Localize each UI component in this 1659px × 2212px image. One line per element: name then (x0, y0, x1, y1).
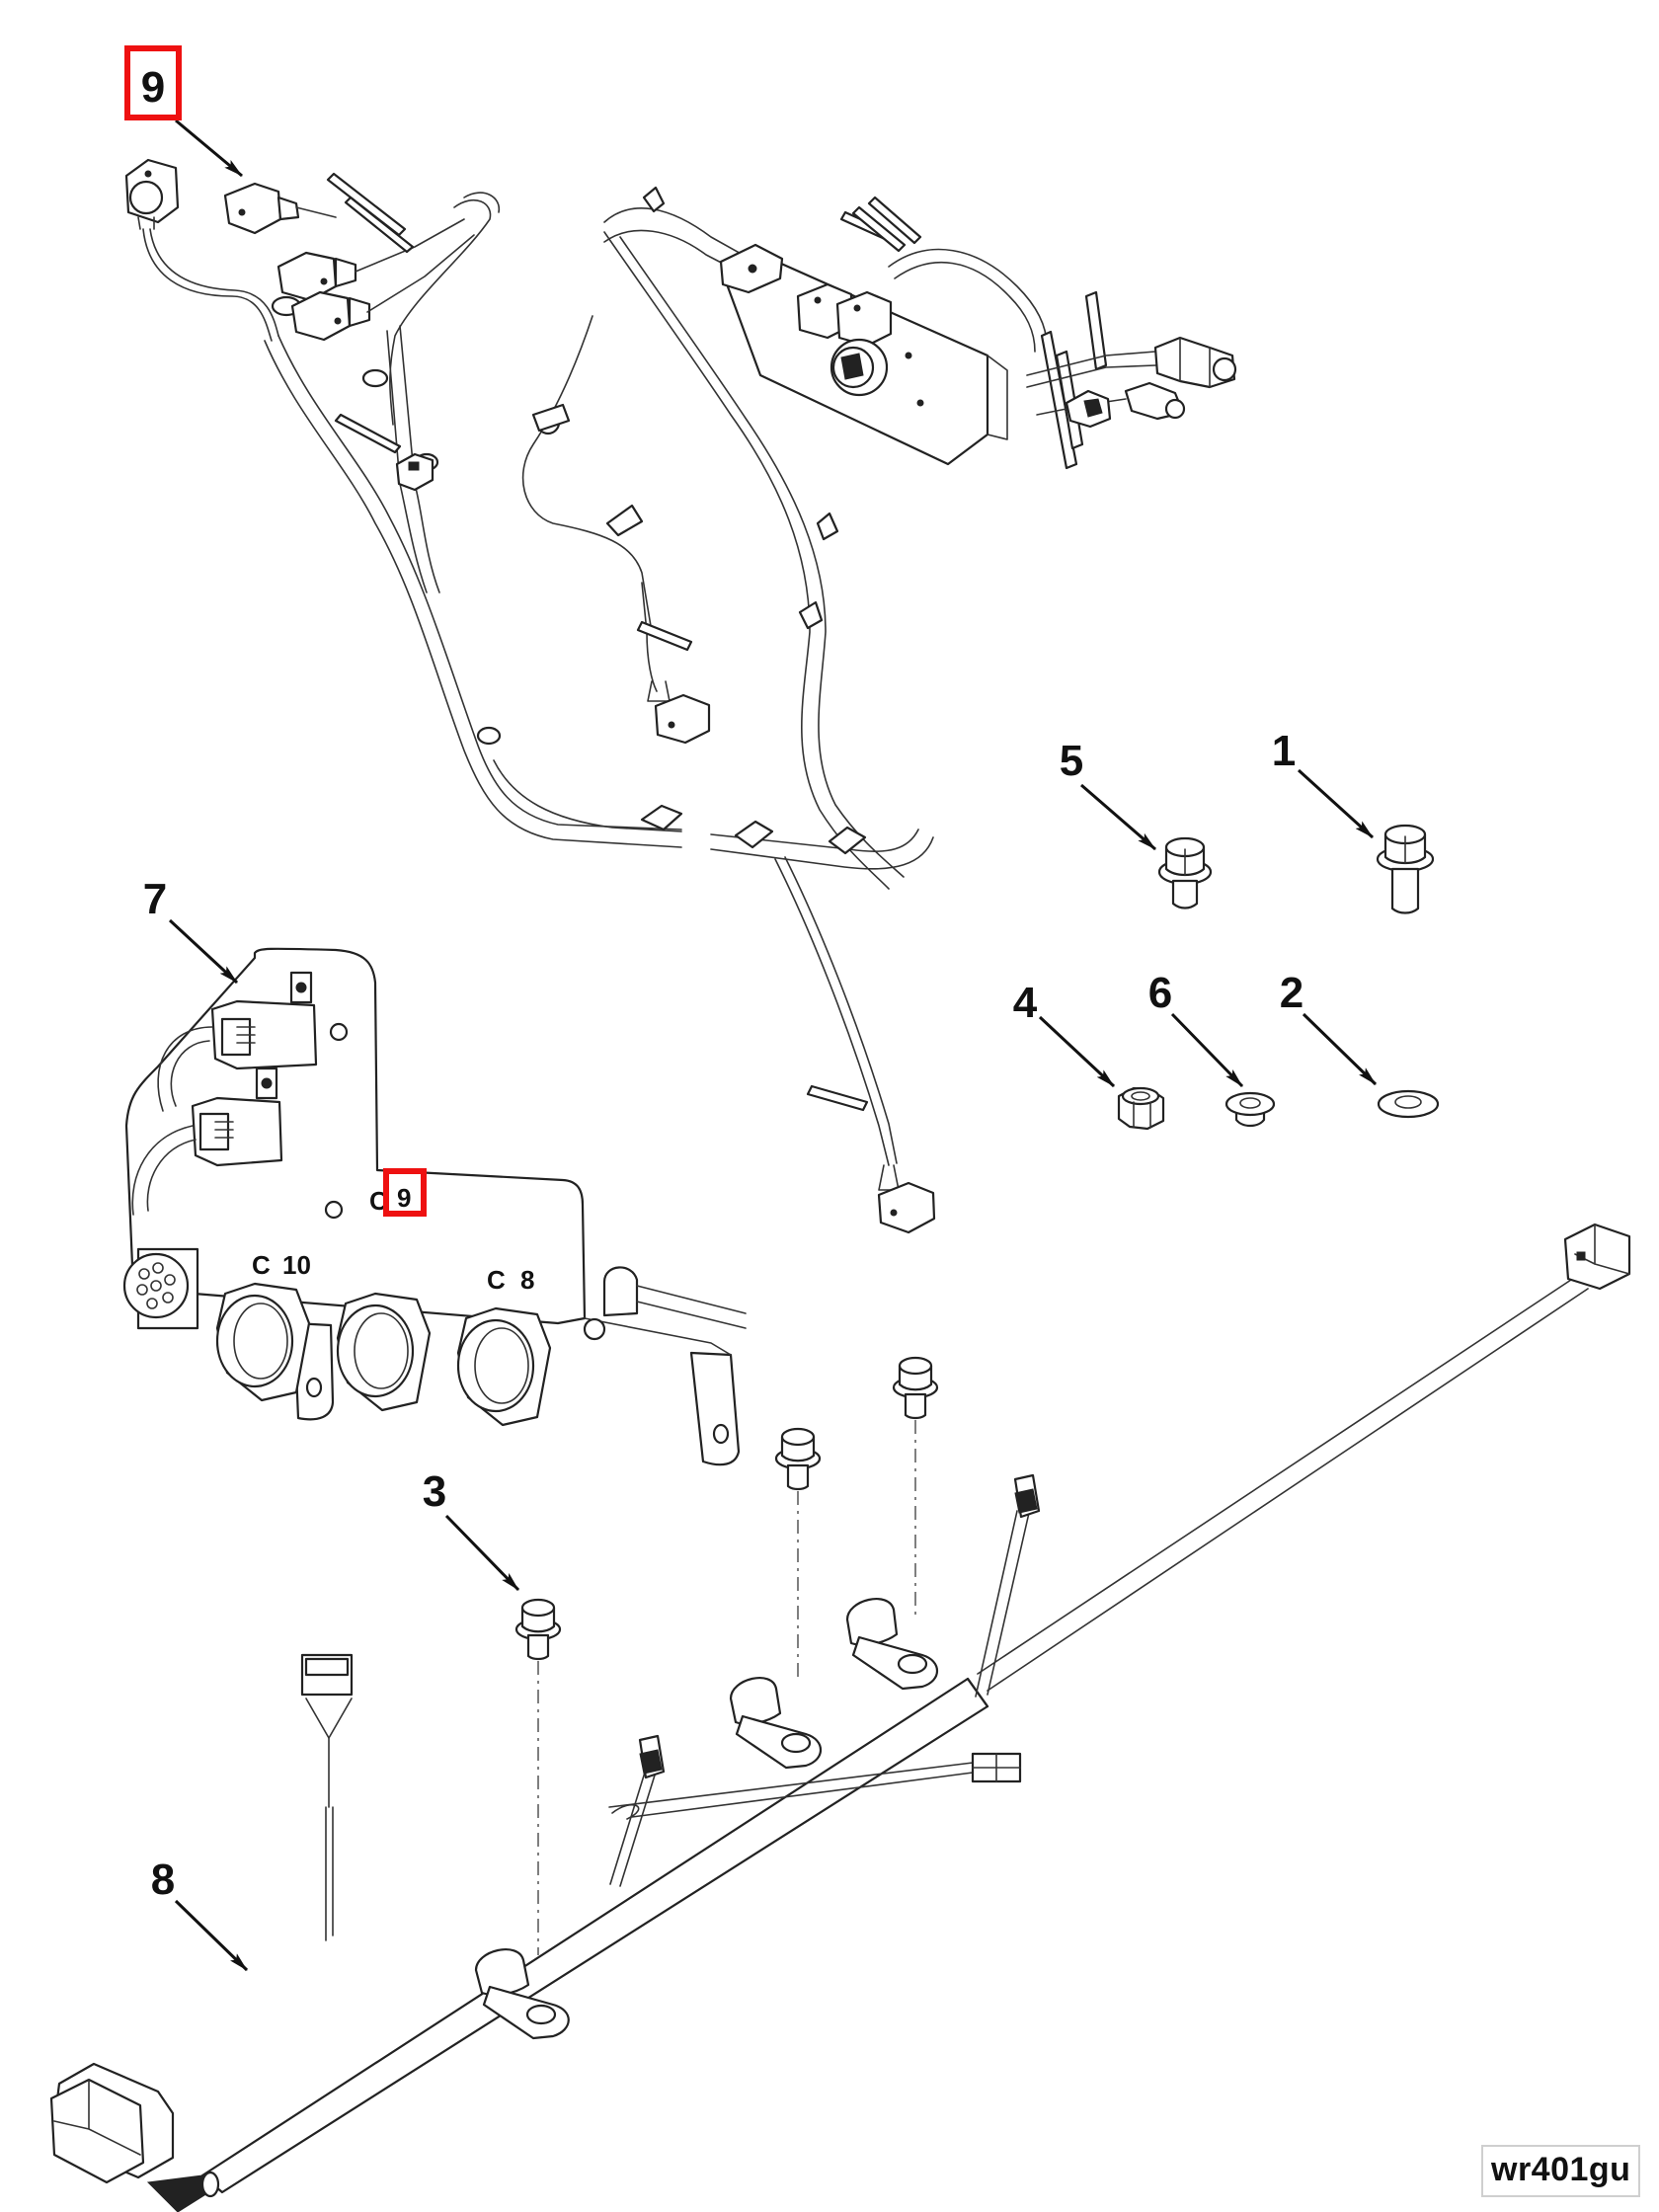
callout-number: 1 (1272, 727, 1296, 775)
callout-arrow (1170, 1012, 1244, 1088)
lock-nut (1117, 1086, 1165, 1131)
harness-clamp (845, 1598, 939, 1691)
bulkhead-connector-c10 (215, 1282, 311, 1402)
callout-number: 9 (141, 63, 165, 112)
relay-connector (191, 1096, 283, 1167)
long-flange-bolt (1376, 824, 1435, 914)
callout-4: 4 (1013, 979, 1116, 1088)
callout-2: 2 (1280, 969, 1378, 1086)
callout-arrow (1038, 1015, 1116, 1088)
callout-arrow (1302, 1012, 1378, 1086)
harness-end-connector-top-right (1563, 1223, 1631, 1291)
callout-1: 1 (1272, 727, 1375, 839)
sensor-connector-bottom (877, 1164, 936, 1234)
harness-clamp (474, 1948, 570, 2040)
callout-8: 8 (151, 1856, 249, 1972)
callout-6: 6 (1148, 969, 1244, 1088)
figure-id-label: wr401gu (1481, 2145, 1641, 2197)
panel-label-c8-prefix: C (487, 1265, 506, 1295)
callout-layer: 9 7 5 1 4 6 2 3 8 (124, 45, 1378, 1972)
highlight-box-panel-c9 (383, 1168, 427, 1217)
callout-arrow (174, 1899, 249, 1972)
callout-number: 3 (423, 1467, 446, 1516)
branch-connector-mid (638, 1734, 666, 1779)
highlight-box-callout-9 (124, 45, 182, 120)
short-flange-bolt (1157, 836, 1213, 909)
harness-end-connector-bottom-left (49, 2062, 213, 2212)
callout-number: 7 (143, 875, 167, 923)
connector-cluster-right (1026, 290, 1237, 470)
panel-label-c10-prefix: C (252, 1250, 271, 1280)
sensor-connector-mid (647, 680, 711, 745)
callout-5: 5 (1060, 737, 1156, 851)
flat-blade-connector (300, 1653, 354, 1697)
callout-number: 8 (151, 1856, 175, 1904)
callout-arrow (1080, 783, 1156, 851)
panel-label-c10-number: 10 (282, 1250, 311, 1280)
bulkhead-connector-c9 (336, 1292, 432, 1412)
callout-arrow (444, 1514, 520, 1592)
callout-arrow (175, 118, 243, 178)
flat-washer (1377, 1089, 1440, 1119)
callout-number: 4 (1013, 979, 1038, 1027)
flange-nut (1224, 1091, 1276, 1128)
relay-connector (210, 999, 318, 1070)
clamp-bolt (774, 1427, 822, 1491)
callout-arrow (1297, 768, 1375, 839)
branch-connector-right (971, 1752, 1022, 1783)
upper-wiring-harness (124, 158, 1237, 1234)
relay (395, 452, 434, 492)
solenoid-connector (290, 290, 371, 342)
panel-label-c8-number: 8 (520, 1265, 534, 1295)
bulkhead-connector-c8 (456, 1306, 552, 1427)
callout-7: 7 (143, 875, 239, 985)
harness-clamp-bolt (514, 1598, 562, 1661)
callout-9: 9 (124, 45, 243, 178)
round-multipin-connector (122, 1247, 199, 1330)
callout-arrow (168, 918, 239, 985)
callout-number: 2 (1280, 969, 1304, 1017)
solenoid-connector (276, 251, 357, 302)
connector-panel-bracket: C 10 C 9 C 8 (122, 947, 747, 1466)
clamp-bolt (892, 1356, 939, 1420)
harness-clamp (729, 1677, 823, 1770)
callout-3: 3 (423, 1467, 520, 1592)
lower-wiring-harness (49, 1223, 1631, 2212)
solenoid-bracket (719, 196, 1048, 466)
branch-connector-upper (1013, 1473, 1041, 1519)
solenoid-connector (223, 182, 337, 235)
callout-number: 5 (1060, 737, 1083, 785)
callout-number: 6 (1148, 969, 1172, 1017)
panel-label-c9-number: 9 (397, 1183, 411, 1213)
sensor-connector-left (124, 158, 180, 230)
